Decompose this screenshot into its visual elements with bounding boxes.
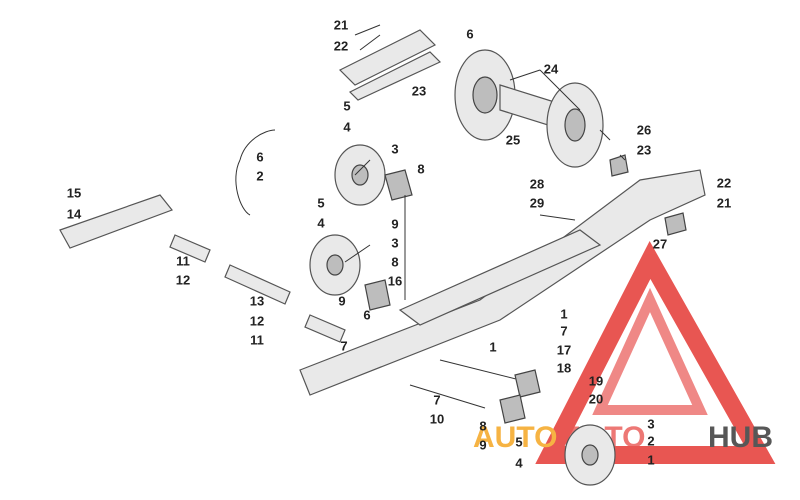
callout-3-upper: 3 (391, 141, 398, 156)
callout-5-upper: 5 (343, 98, 350, 113)
callout-15: 15 (67, 185, 81, 200)
callout-4-middle: 4 (317, 215, 325, 230)
callout-6-left: 6 (256, 149, 263, 164)
callout-19: 19 (589, 373, 603, 388)
callout-1-middle: 1 (489, 339, 496, 354)
callout-3-lower: 3 (647, 416, 654, 431)
leader-lines (235, 24, 626, 300)
idler-wheel-lower (564, 424, 616, 486)
callout-9-lower: 9 (479, 437, 486, 452)
callout-25: 25 (506, 132, 520, 147)
callout-22-top: 22 (334, 38, 348, 53)
callout-4-upper: 4 (343, 119, 351, 134)
callout-12-lower: 12 (250, 313, 264, 328)
callout-1-lower: 1 (647, 452, 654, 467)
callout-28: 28 (530, 176, 544, 191)
callout-11-upper: 11 (176, 253, 190, 268)
callout-3-middle: 3 (391, 235, 398, 250)
callout-2-left: 2 (256, 168, 263, 183)
callout-2-lower: 2 (647, 433, 654, 448)
callout-23-right: 23 (637, 142, 651, 157)
callout-4-lower: 4 (515, 455, 523, 470)
callout-14: 14 (67, 206, 82, 221)
callout-12-upper: 12 (176, 272, 190, 287)
logo-triangle-inner (592, 287, 708, 415)
callout-8-middle: 8 (391, 254, 398, 269)
callout-17: 17 (557, 342, 571, 357)
logo-text-hub: HUB (708, 421, 773, 454)
logo-text-auto: AUTO (473, 421, 557, 454)
callout-5-lower: 5 (515, 434, 522, 449)
left-rail-segment (59, 194, 173, 249)
callout-9-upper: 9 (391, 216, 398, 231)
callout-labels: 21 22 6 24 23 5 4 3 8 6 2 25 26 23 22 21… (67, 17, 731, 470)
callout-8-lower: 8 (479, 418, 486, 433)
callout-24: 24 (544, 61, 559, 76)
drive-wheel-assembly (454, 49, 604, 168)
callout-20: 20 (589, 391, 603, 406)
callout-22-right: 22 (717, 175, 731, 190)
callout-21-top: 21 (334, 17, 348, 32)
callout-23-top: 23 (412, 83, 426, 98)
idler-wheel-middle (309, 234, 361, 296)
axles (169, 214, 576, 409)
callout-21-right: 21 (717, 195, 731, 210)
callout-7-left: 7 (340, 338, 347, 353)
callout-8-upper: 8 (417, 161, 424, 176)
callout-26: 26 (637, 122, 651, 137)
callout-18: 18 (557, 360, 571, 375)
main-rail (299, 169, 706, 396)
callout-10: 10 (430, 411, 444, 426)
idler-wheel-upper (334, 144, 386, 206)
callout-13: 13 (250, 293, 264, 308)
callout-16: 16 (388, 273, 402, 288)
brackets (364, 154, 687, 424)
callout-9-middle: 9 (338, 293, 345, 308)
logo-triangle-outer (535, 241, 776, 464)
callout-5-middle: 5 (317, 195, 324, 210)
callout-1-upper: 1 (560, 306, 567, 321)
upper-rail-segment (338, 29, 442, 101)
callout-6-middle: 6 (363, 307, 370, 322)
callout-29: 29 (530, 195, 544, 210)
callout-11-lower: 11 (250, 332, 264, 347)
callout-27: 27 (653, 236, 667, 251)
callout-6-top: 6 (466, 26, 473, 41)
callout-7-right: 7 (560, 323, 567, 338)
callout-7-lower: 7 (433, 392, 440, 407)
